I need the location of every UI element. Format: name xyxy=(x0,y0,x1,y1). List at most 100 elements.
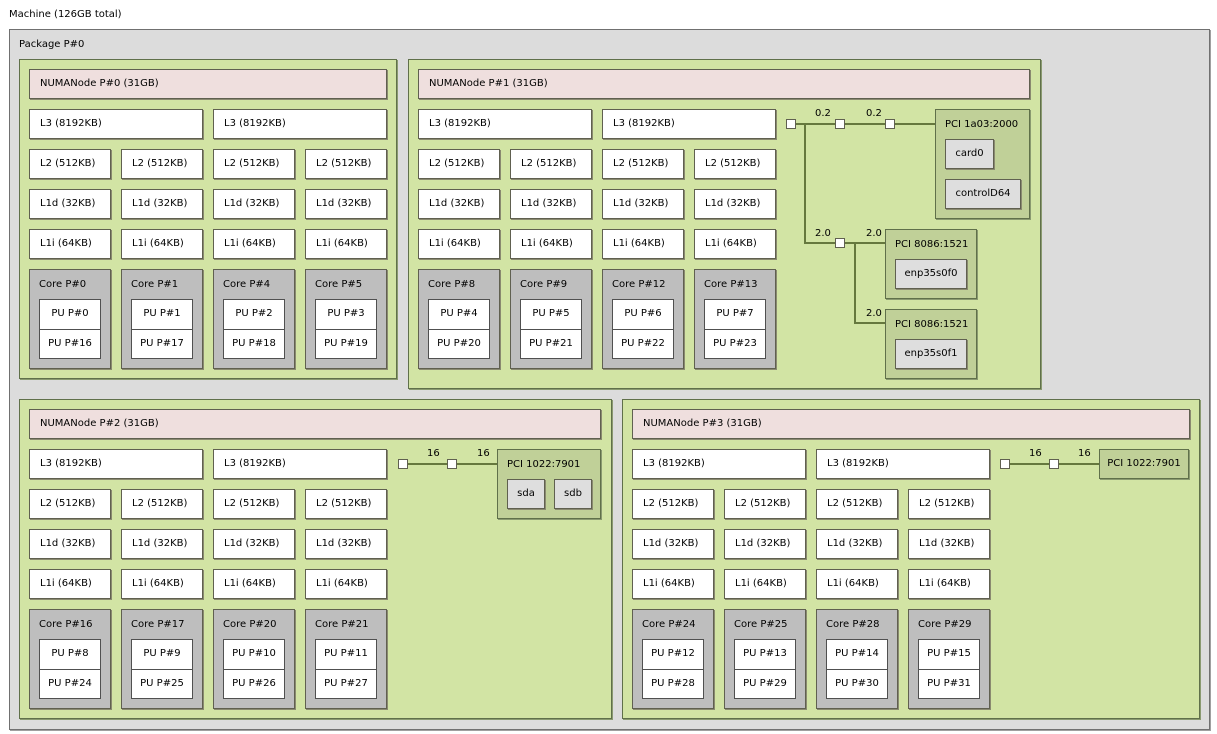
pu-box: PU P#16 xyxy=(39,329,101,359)
pci-device-label: PCI 8086:1521 xyxy=(895,319,969,330)
l2-cache: L2 (512KB) xyxy=(724,489,806,519)
pci-device-label: PCI 8086:1521 xyxy=(895,239,969,250)
l1i-cache: L1i (64KB) xyxy=(816,569,898,599)
l1d-cache: L1d (32KB) xyxy=(213,189,295,219)
link-bandwidth-label: 0.2 xyxy=(866,108,882,119)
pci-link xyxy=(804,242,886,244)
l1i-cache: L1i (64KB) xyxy=(602,229,684,259)
l1d-cache: L1d (32KB) xyxy=(694,189,776,219)
package-title: Package P#0 xyxy=(19,39,85,50)
l1i-cache: L1i (64KB) xyxy=(29,569,111,599)
l1d-cache: L1d (32KB) xyxy=(510,189,592,219)
l2-cache: L2 (512KB) xyxy=(121,489,203,519)
l1d-cache: L1d (32KB) xyxy=(305,189,387,219)
core-box-label: Core P#12 xyxy=(612,279,666,290)
pu-box: PU P#29 xyxy=(734,669,796,699)
l3-cache: L3 (8192KB) xyxy=(213,449,387,479)
l1i-cache: L1i (64KB) xyxy=(305,569,387,599)
l1d-cache: L1d (32KB) xyxy=(602,189,684,219)
l1i-cache: L1i (64KB) xyxy=(694,229,776,259)
pci-device-label: PCI 1a03:2000 xyxy=(945,119,1019,130)
link-bandwidth-label: 2.0 xyxy=(866,228,882,239)
l1i-cache: L1i (64KB) xyxy=(121,569,203,599)
l1i-cache: L1i (64KB) xyxy=(418,229,500,259)
os-device: card0 xyxy=(945,139,994,169)
pu-box: PU P#10 xyxy=(223,639,285,670)
l2-cache: L2 (512KB) xyxy=(632,489,714,519)
l1i-cache: L1i (64KB) xyxy=(29,229,111,259)
l1d-cache: L1d (32KB) xyxy=(29,529,111,559)
pu-box: PU P#27 xyxy=(315,669,377,699)
pu-box: PU P#13 xyxy=(734,639,796,670)
l2-cache: L2 (512KB) xyxy=(908,489,990,519)
numa-node-title-bar: NUMANode P#2 (31GB) xyxy=(29,409,601,439)
pci-link xyxy=(804,124,806,244)
l1i-cache: L1i (64KB) xyxy=(510,229,592,259)
l1d-cache: L1d (32KB) xyxy=(632,529,714,559)
l1i-cache: L1i (64KB) xyxy=(724,569,806,599)
core-box-label: Core P#29 xyxy=(918,619,972,630)
link-bandwidth-label: 16 xyxy=(1029,448,1042,459)
pci-link xyxy=(854,243,856,323)
l1d-cache: L1d (32KB) xyxy=(724,529,806,559)
pu-box: PU P#11 xyxy=(315,639,377,670)
core-box-label: Core P#16 xyxy=(39,619,93,630)
l2-cache: L2 (512KB) xyxy=(418,149,500,179)
l1i-cache: L1i (64KB) xyxy=(305,229,387,259)
pu-box: PU P#5 xyxy=(520,299,582,330)
os-device: sdb xyxy=(554,479,592,509)
pu-box: PU P#26 xyxy=(223,669,285,699)
pci-bridge-icon xyxy=(1000,459,1010,469)
pu-box: PU P#19 xyxy=(315,329,377,359)
core-box-label: Core P#13 xyxy=(704,279,758,290)
l1d-cache: L1d (32KB) xyxy=(908,529,990,559)
pci-link xyxy=(795,123,935,125)
pu-box: PU P#8 xyxy=(39,639,101,670)
l2-cache: L2 (512KB) xyxy=(694,149,776,179)
core-box-label: Core P#28 xyxy=(826,619,880,630)
l1d-cache: L1d (32KB) xyxy=(418,189,500,219)
l3-cache: L3 (8192KB) xyxy=(632,449,806,479)
l1d-cache: L1d (32KB) xyxy=(121,189,203,219)
pci-link xyxy=(854,322,886,324)
l3-cache: L3 (8192KB) xyxy=(418,109,592,139)
pu-box: PU P#21 xyxy=(520,329,582,359)
pu-box: PU P#15 xyxy=(918,639,980,670)
l2-cache: L2 (512KB) xyxy=(29,489,111,519)
link-bandwidth-label: 2.0 xyxy=(815,228,831,239)
l2-cache: L2 (512KB) xyxy=(121,149,203,179)
pu-box: PU P#6 xyxy=(612,299,674,330)
l2-cache: L2 (512KB) xyxy=(816,489,898,519)
l1d-cache: L1d (32KB) xyxy=(816,529,898,559)
pu-box: PU P#17 xyxy=(131,329,193,359)
core-box-label: Core P#8 xyxy=(428,279,476,290)
l2-cache: L2 (512KB) xyxy=(213,149,295,179)
link-bandwidth-label: 16 xyxy=(427,448,440,459)
os-device: enp35s0f0 xyxy=(895,259,967,289)
l1d-cache: L1d (32KB) xyxy=(305,529,387,559)
l2-cache: L2 (512KB) xyxy=(305,149,387,179)
core-box-label: Core P#5 xyxy=(315,279,363,290)
pu-box: PU P#30 xyxy=(826,669,888,699)
pu-box: PU P#20 xyxy=(428,329,490,359)
l2-cache: L2 (512KB) xyxy=(29,149,111,179)
l3-cache: L3 (8192KB) xyxy=(816,449,990,479)
link-bandwidth-label: 16 xyxy=(477,448,490,459)
core-box-label: Core P#0 xyxy=(39,279,87,290)
pci-bridge-icon xyxy=(885,119,895,129)
pci-bridge-icon xyxy=(786,119,796,129)
core-box-label: Core P#1 xyxy=(131,279,179,290)
pu-box: PU P#25 xyxy=(131,669,193,699)
pu-box: PU P#22 xyxy=(612,329,674,359)
l3-cache: L3 (8192KB) xyxy=(29,109,203,139)
core-box-label: Core P#9 xyxy=(520,279,568,290)
pci-bridge-icon xyxy=(835,119,845,129)
l1d-cache: L1d (32KB) xyxy=(213,529,295,559)
l1i-cache: L1i (64KB) xyxy=(213,569,295,599)
numa-node-title-bar: NUMANode P#0 (31GB) xyxy=(29,69,387,99)
l1i-cache: L1i (64KB) xyxy=(213,229,295,259)
pci-bridge-icon xyxy=(835,238,845,248)
core-box-label: Core P#20 xyxy=(223,619,277,630)
link-bandwidth-label: 0.2 xyxy=(815,108,831,119)
pu-box: PU P#28 xyxy=(642,669,704,699)
